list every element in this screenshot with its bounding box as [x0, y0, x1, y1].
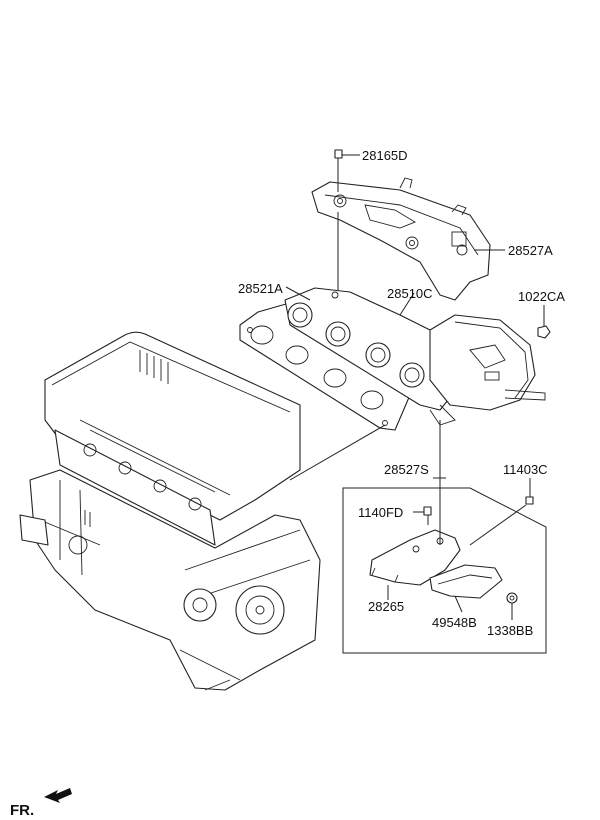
label-28265: 28265	[368, 599, 404, 614]
exhaust-manifold	[284, 287, 546, 426]
engine-assembly	[19, 331, 321, 691]
front-arrow-icon	[44, 788, 72, 803]
front-direction-indicator: FR.	[10, 788, 72, 819]
front-label: FR.	[10, 802, 34, 819]
label-28165D: 28165D	[362, 148, 408, 163]
label-1140FD: 1140FD	[358, 505, 403, 520]
label-28527S: 28527S	[384, 462, 429, 477]
label-1022CA: 1022CA	[518, 289, 565, 304]
label-11403C: 11403C	[503, 462, 548, 477]
label-49548B: 49548B	[432, 615, 477, 630]
nut-1022CA	[537, 325, 551, 339]
leader-lines	[285, 154, 545, 620]
heat-protector-upper	[311, 177, 491, 301]
label-1338BB: 1338BB	[487, 623, 533, 638]
label-28521A: 28521A	[238, 281, 283, 296]
bolt-28165D	[334, 149, 343, 165]
bracket-detail-box	[342, 487, 547, 654]
label-28510C: 28510C	[387, 286, 433, 301]
label-28527A: 28527A	[508, 243, 553, 258]
